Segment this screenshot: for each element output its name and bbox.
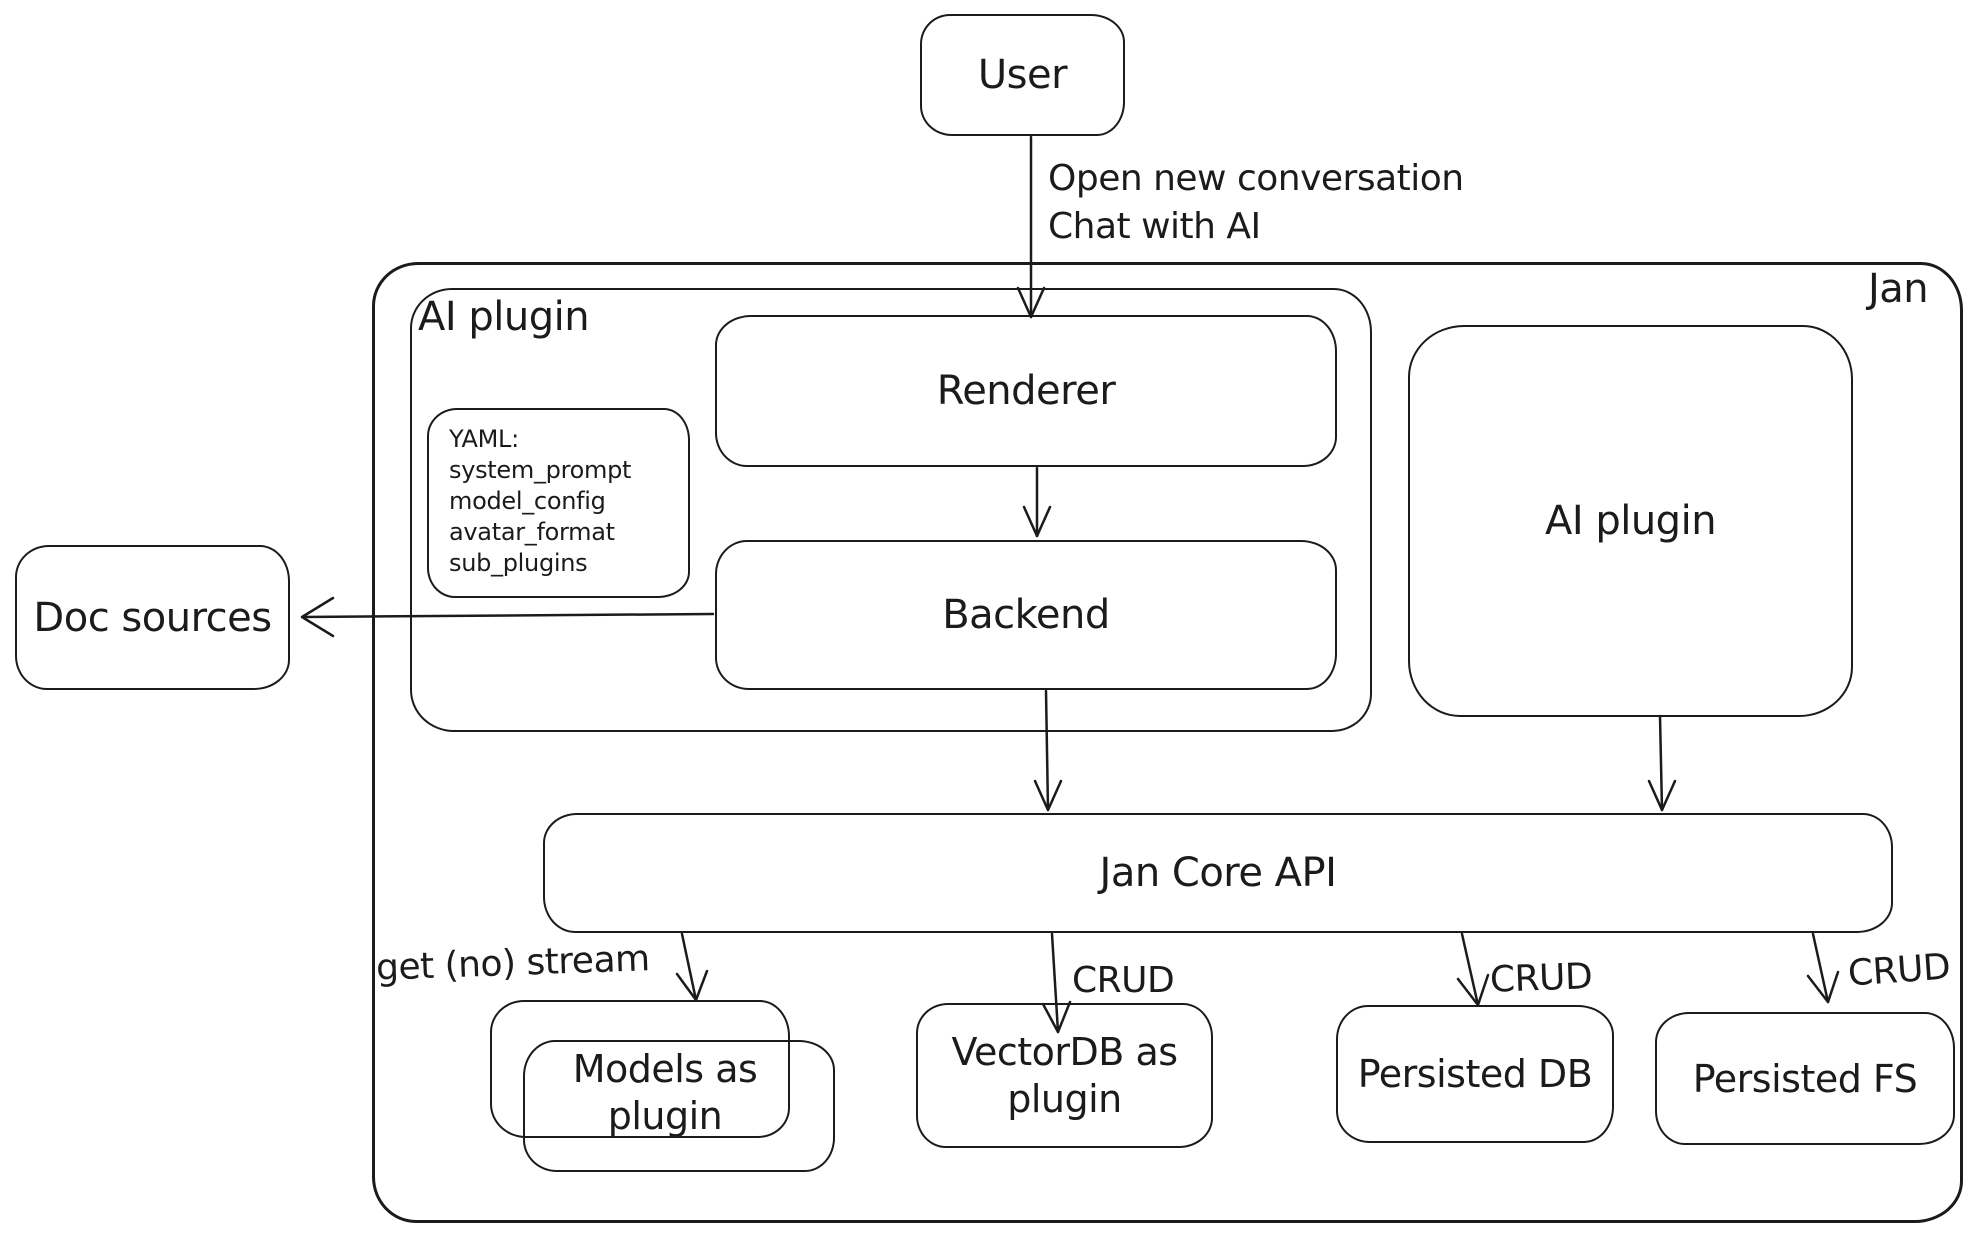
- yaml-note-line: sub_plugins: [449, 549, 588, 577]
- models-as-plugin-label: Models as plugin: [572, 1047, 758, 1138]
- ai-plugin-group-frame: [410, 288, 1372, 732]
- jan-system-frame: [372, 262, 1963, 1223]
- edge-label-chat-with-ai: Chat with AI: [1048, 206, 1261, 247]
- yaml-note-line: system_prompt: [449, 456, 632, 484]
- ai-plugin-node: AI plugin: [1408, 325, 1853, 717]
- edge-label-crud-vectordb: CRUD: [1072, 960, 1175, 1001]
- edge-label-open-new-conversation: Open new conversation: [1048, 158, 1464, 199]
- jan-core-api-node-label: Jan Core API: [1099, 850, 1337, 896]
- models-as-plugin-node-back: [490, 1000, 790, 1138]
- user-node-label: User: [977, 52, 1068, 98]
- yaml-note-line: YAML:: [449, 425, 519, 453]
- backend-node: Backend: [715, 540, 1337, 690]
- user-node: User: [920, 14, 1125, 136]
- edge-label-crud-persisted-fs: CRUD: [1846, 946, 1952, 995]
- doc-sources-node-label: Doc sources: [33, 594, 272, 641]
- persisted-db-node-label: Persisted DB: [1357, 1052, 1593, 1096]
- yaml-note-line: avatar_format: [449, 518, 615, 546]
- jan-system-label: Jan: [1868, 266, 1929, 312]
- jan-core-api-node: Jan Core API: [543, 813, 1893, 933]
- vectordb-as-plugin-node: VectorDB as plugin: [916, 1003, 1213, 1148]
- renderer-node: Renderer: [715, 315, 1337, 467]
- persisted-fs-node: Persisted FS: [1655, 1012, 1955, 1145]
- ai-plugin-node-label: AI plugin: [1544, 498, 1717, 544]
- renderer-node-label: Renderer: [936, 368, 1116, 414]
- edge-label-crud-persisted-db: CRUD: [1489, 956, 1593, 1001]
- models-as-plugin-node-front: [523, 1040, 835, 1172]
- yaml-note-line: model_config: [449, 487, 606, 515]
- yaml-note: YAML: system_prompt model_config avatar_…: [427, 408, 690, 598]
- persisted-db-node: Persisted DB: [1336, 1005, 1614, 1143]
- backend-node-label: Backend: [942, 592, 1110, 638]
- ai-plugin-group-label: AI plugin: [418, 294, 590, 340]
- persisted-fs-node-label: Persisted FS: [1692, 1056, 1918, 1101]
- doc-sources-node: Doc sources: [15, 545, 290, 690]
